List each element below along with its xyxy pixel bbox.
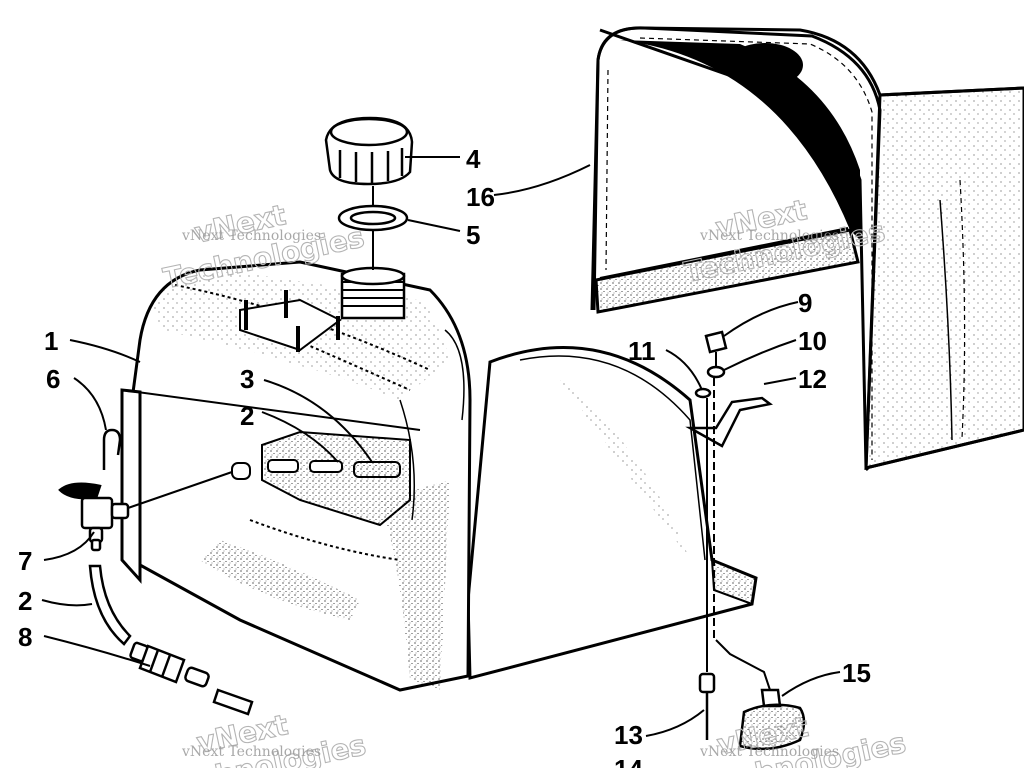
fuel-shutoff-valve [58, 482, 130, 552]
callout-15: 15 [842, 658, 871, 688]
callout-16: 16 [466, 182, 495, 212]
watermark-text-3: vNext Technologies [181, 744, 321, 760]
callout-7: 7 [18, 546, 32, 576]
leader-lines [41, 156, 841, 737]
callout-12: 12 [798, 364, 827, 394]
fuel-tank [120, 260, 758, 692]
callout-2-tube: 2 [240, 401, 254, 431]
callout-11: 11 [628, 336, 656, 366]
fuel-cap [324, 116, 414, 186]
callout-3: 3 [240, 364, 254, 394]
callout-2-hose: 2 [18, 586, 32, 616]
callout-13: 13 [614, 720, 643, 750]
seat-cover [590, 26, 1024, 472]
callout-1: 1 [44, 326, 58, 356]
callout-8: 8 [18, 622, 32, 652]
callout-4: 4 [466, 144, 481, 174]
callout-6: 6 [46, 364, 60, 394]
callout-10: 10 [798, 326, 827, 356]
callout-14: 14 [614, 754, 643, 768]
watermark-text-4: vNext Technologies [699, 744, 839, 760]
watermark-text-1: vNext Technologies [181, 228, 321, 244]
vent-clip [102, 428, 122, 470]
callout-5: 5 [466, 220, 480, 250]
internal-fuel-pickup [231, 459, 401, 480]
callout-9: 9 [798, 288, 812, 318]
assembly-line [127, 471, 233, 509]
callout-labels: 1 2 2 3 4 5 6 7 8 9 10 11 12 13 14 15 16 [18, 144, 871, 768]
fuel-hose-and-filter [88, 564, 254, 716]
watermark-text-2: vNext Technologies [699, 228, 839, 244]
mounting-hardware [685, 330, 806, 751]
